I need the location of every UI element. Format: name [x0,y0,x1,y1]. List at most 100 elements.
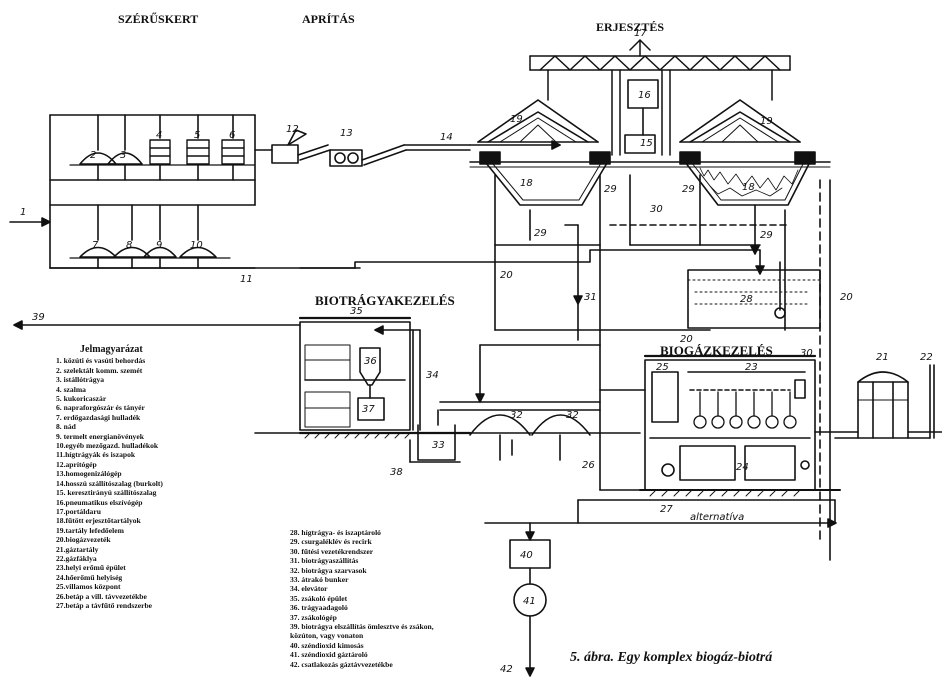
legend-item: 8. nád [56,422,163,431]
label-18b: 18 [742,182,755,193]
legend-item: 36. trágyaadagoló [290,603,434,612]
legend-item: 17.portáldaru [56,507,163,516]
label-26: 26 [582,460,595,471]
label-7: 7 [92,240,99,251]
legend-title: Jelmagyarázat [80,345,163,354]
legend-item: közúton, vagy vonaton [290,631,434,640]
label-20b: 20 [840,292,853,303]
label-1: 1 [20,207,26,218]
section-biotragyakezeles: BIOTRÁGYAKEZELÉS [315,293,455,309]
label-14: 14 [440,132,453,143]
legend-item: 33. átrakó bunker [290,575,434,584]
label-30b: 30 [800,348,813,359]
label-15: 15 [640,138,653,149]
legend-item: 30. fűtési vezetékrendszer [290,547,434,556]
label-6: 6 [229,130,235,141]
legend-item: 34. elevátor [290,584,434,593]
legend-item: 7. erdőgazdasági hulladék [56,413,163,422]
label-36: 36 [364,356,377,367]
legend-item: 42. csatlakozás gáztávvezetékbe [290,660,434,669]
legend-item: 9. termelt energianövények [56,432,163,441]
label-42: 42 [500,664,513,675]
label-37: 37 [362,404,375,415]
label-32b: 32 [566,410,579,421]
legend-item: 26.betáp a vill. távvezetékbe [56,592,163,601]
legend-item: 2. szelektált komm. szemét [56,366,163,375]
legend-item: 40. széndioxid kimosás [290,641,434,650]
legend-item: 13.homogenizálógép [56,469,163,478]
legend-item: 6. napraforgószár és tányér [56,403,163,412]
label-alternativa: alternatíva [690,511,744,523]
label-21: 21 [876,352,889,363]
legend-item: 24.hőerőmű helyiség [56,573,163,582]
legend-item: 27.betáp a távfűtő rendszerbe [56,601,163,610]
label-31: 31 [584,292,597,303]
section-szeruskert: SZÉRŰSKERT [118,12,198,27]
label-29b: 29 [604,184,617,195]
label-3: 3 [120,150,126,161]
section-biogazkezeles: BIOGÁZKEZELÉS [660,343,773,359]
label-16: 16 [638,90,651,101]
figure-caption: 5. ábra. Egy komplex biogáz-biotrá [570,650,772,666]
label-19: 19 [510,114,523,125]
label-27: 27 [660,504,673,515]
label-11: 11 [240,274,253,285]
label-29c: 29 [682,184,695,195]
label-18: 18 [520,178,533,189]
legend-item: 28. hígtrágya- és iszaptároló [290,528,434,537]
section-erjesztes: ERJESZTÉS [596,20,664,35]
legend-item: 35. zsákoló épület [290,594,434,603]
legend-item: 16.pneumatikus elszívógép [56,498,163,507]
section-apritas: APRÍTÁS [302,12,355,27]
legend-item: 15. keresztirányú szállítószalag [56,488,163,497]
label-5: 5 [194,130,200,141]
legend-item: 25.villamos központ [56,582,163,591]
legend-item: 1. közúti és vasúti behordás [56,356,163,365]
label-8: 8 [126,240,132,251]
legend-item: 21.gáztartály [56,545,163,554]
legend-col1: Jelmagyarázat 1. közúti és vasúti behord… [56,345,163,610]
legend-item: 41. széndioxid gáztároló [290,650,434,659]
legend-item: 29. csurgaléklév és recirk [290,537,434,546]
legend-item: 10.egyéb mezőgazd. hulladékok [56,441,163,450]
legend-item: 23.helyi erőmű épület [56,563,163,572]
label-13: 13 [340,128,353,139]
label-4: 4 [156,130,162,141]
label-40: 40 [520,550,533,561]
legend-item: 37. zsákológép [290,613,434,622]
label-12: 12 [286,124,299,135]
legend-item: 18.fűtött erjesztőtartályok [56,516,163,525]
label-29d: 29 [760,230,773,241]
label-29: 29 [534,228,547,239]
label-39: 39 [32,312,45,323]
label-33: 33 [432,440,445,451]
label-30: 30 [650,204,663,215]
label-34: 34 [426,370,439,381]
label-2: 2 [90,150,96,161]
legend-item: 14.hosszú szállítószalag (burkolt) [56,479,163,488]
label-10: 10 [190,240,203,251]
label-23: 23 [745,362,758,373]
legend-item: 11.hígtrágyák és iszapok [56,450,163,459]
legend-item: 32. biotrágya szarvasok [290,566,434,575]
label-9: 9 [156,240,162,251]
legend-item: 31. biotrágyaszállítás [290,556,434,565]
legend-item: 4. szalma [56,385,163,394]
legend-item: 5. kukoricaszár [56,394,163,403]
label-22: 22 [920,352,933,363]
label-28: 28 [740,294,753,305]
legend-item: 20.biogázvezeték [56,535,163,544]
label-24: 24 [736,462,749,473]
label-38: 38 [390,467,403,478]
label-32: 32 [510,410,523,421]
legend-item: 3. istállótrágya [56,375,163,384]
legend-item: 22.gázfáklya [56,554,163,563]
label-41: 41 [523,596,536,607]
label-20: 20 [500,270,513,281]
legend-item: 19.tartály lefedőelem [56,526,163,535]
legend-item: 39. biotrágya elszállítás ömlesztve és z… [290,622,434,631]
legend-item: 12.aprítógép [56,460,163,469]
label-25: 25 [656,362,669,373]
label-19b: 19 [760,116,773,127]
